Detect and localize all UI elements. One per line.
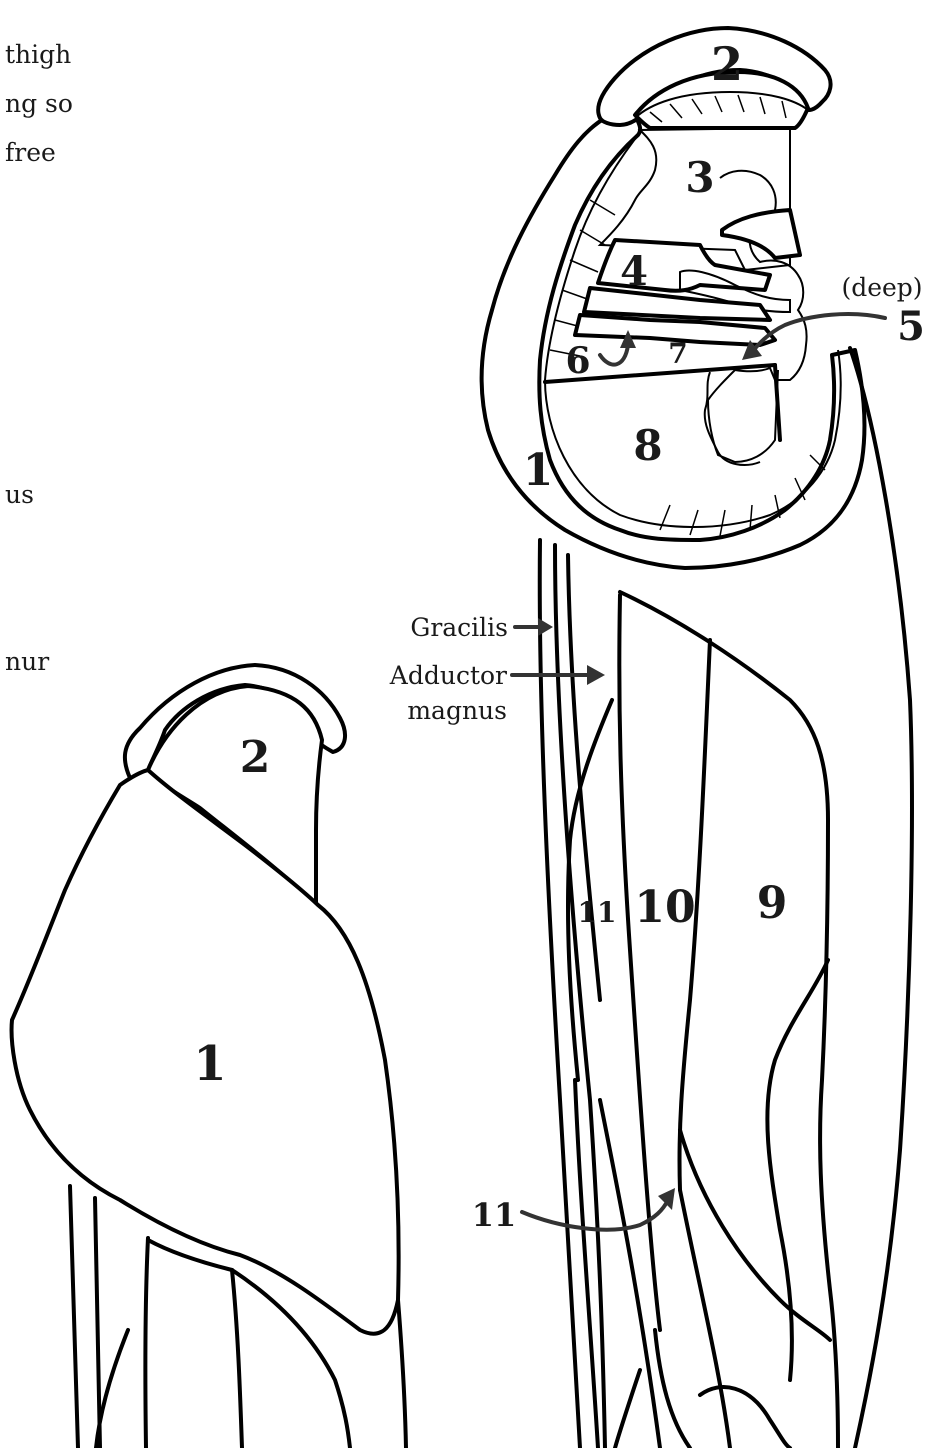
label-1-left: 1 — [193, 1036, 226, 1092]
left-thigh-strip-8 — [398, 1300, 406, 1448]
left-text-fragment-5: nur — [5, 647, 49, 676]
lower-strand-3 — [655, 1330, 690, 1448]
adductor-magnus-strip — [619, 595, 660, 1330]
left-thigh-strip-6 — [232, 1270, 242, 1448]
lower-strand-5 — [615, 1370, 640, 1448]
label-2-right: 2 — [711, 37, 743, 91]
thigh-outer-right — [850, 348, 912, 1448]
label-4: 4 — [620, 248, 648, 295]
muscle-11-lower-arrowhead — [658, 1188, 675, 1210]
gracilis-arrowhead — [538, 618, 553, 636]
label-adductor-line2: magnus — [407, 696, 507, 725]
muscle-9-left-curve — [680, 1130, 830, 1340]
thigh-inner-left — [555, 545, 605, 1448]
lower-strand-4 — [700, 1387, 790, 1448]
label-1-right: 1 — [523, 445, 554, 496]
left-thigh-strip-3 — [145, 1238, 148, 1448]
left-text-fragment-1: thigh — [5, 40, 71, 69]
label-10: 10 — [634, 882, 695, 933]
left-text-fragment-3: free — [5, 138, 56, 167]
left-text-fragment-4: us — [5, 480, 34, 509]
label-9: 9 — [757, 878, 788, 929]
left-thigh-strip-2 — [95, 1198, 100, 1448]
muscle-5-band — [584, 288, 770, 320]
label-3: 3 — [685, 153, 714, 202]
label-adductor-line1: Adductor — [389, 661, 507, 690]
label-deep: (deep) — [841, 273, 922, 302]
adductor-magnus-arrowhead — [587, 665, 605, 685]
label-6: 6 — [565, 340, 590, 382]
label-gracilis: Gracilis — [410, 613, 508, 642]
left-thigh-strip-1 — [70, 1186, 78, 1448]
label-11-lower: 11 — [472, 1196, 517, 1234]
label-11-upper: 11 — [578, 896, 617, 929]
label-5: 5 — [897, 303, 925, 350]
deep-view-figure — [482, 28, 912, 1448]
label-2-left: 2 — [240, 732, 271, 783]
femur-shaft-outline — [705, 372, 760, 465]
left-text-fragment-2: ng so — [5, 89, 73, 118]
label-8: 8 — [633, 421, 662, 470]
label-7: 7 — [668, 337, 687, 370]
